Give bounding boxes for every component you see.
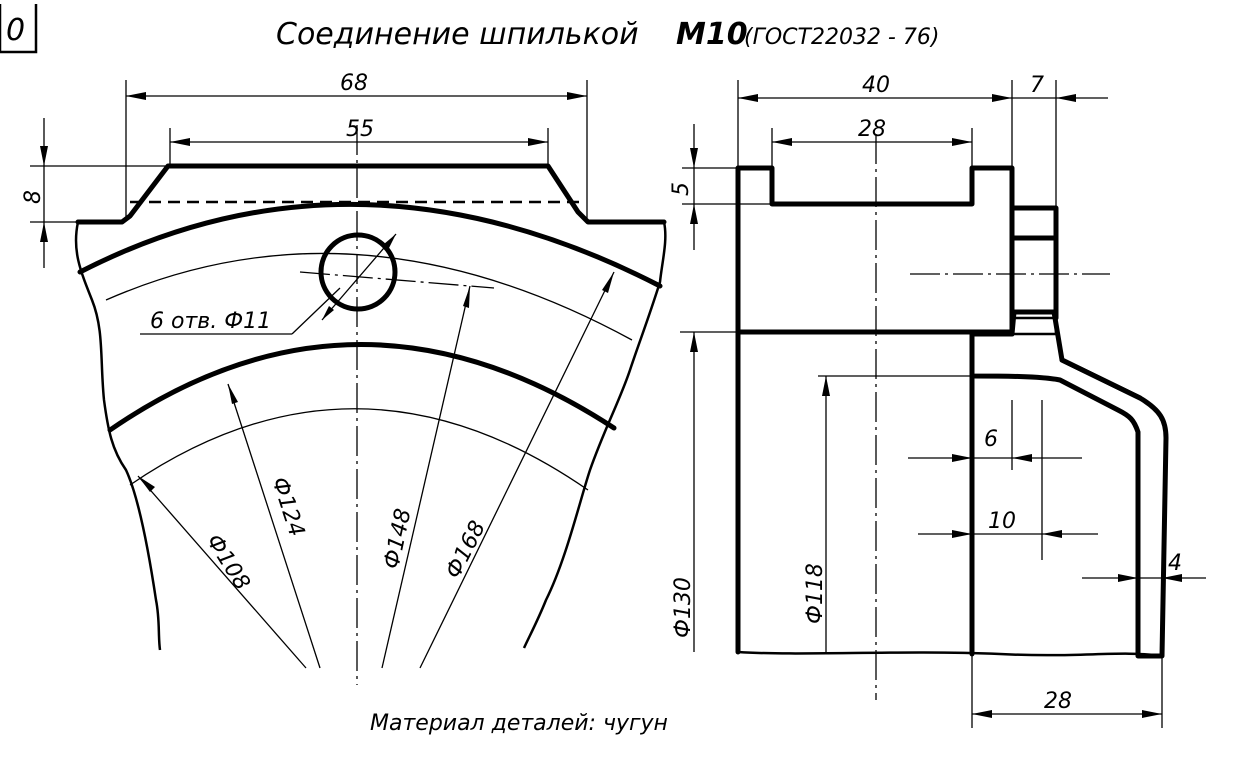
arrow — [126, 92, 146, 100]
holes-leader — [291, 287, 341, 335]
leader-d124 — [227, 383, 321, 669]
upper-part-section — [735, 165, 1015, 335]
arrow — [40, 146, 48, 166]
arrow — [1162, 574, 1182, 582]
material-note: Материал деталей: чугун — [370, 711, 668, 736]
arrow — [952, 454, 972, 462]
arrow — [952, 530, 972, 538]
lower-part-section — [969, 309, 1169, 659]
holes-note: 6 отв. Ф11 — [150, 309, 271, 334]
arrow — [738, 94, 758, 102]
dim-28-bottom-label: 28 — [1044, 689, 1072, 714]
arc-d168 — [77, 201, 663, 289]
arrow — [690, 204, 698, 224]
sheet-header: 0 Соединение шпилькой М10 (ГОСТ22032 - 7… — [0, 4, 939, 54]
dia-108-label: Ф108 — [201, 530, 254, 595]
arrow — [772, 138, 792, 146]
dim-28-top-label: 28 — [858, 117, 886, 142]
arrow — [1142, 710, 1162, 718]
arrow — [952, 138, 972, 146]
leader-d148 — [381, 285, 471, 669]
dia-168-label: Ф168 — [441, 517, 491, 583]
arrow — [1118, 574, 1138, 582]
arrow — [228, 384, 238, 404]
frame-corner — [0, 4, 38, 54]
dim-7-label: 7 — [1030, 73, 1044, 98]
dim-68-label: 68 — [340, 71, 368, 96]
arrow — [322, 306, 334, 320]
nut-section-upper — [1009, 205, 1059, 241]
break-line-bottom — [737, 650, 1163, 658]
arc-d108 — [129, 408, 589, 491]
arrow — [1042, 530, 1062, 538]
dia-148-label: Ф148 — [379, 506, 416, 571]
arrow — [1012, 454, 1032, 462]
arrow — [170, 138, 190, 146]
dim-40-label: 40 — [862, 73, 890, 98]
flange-top-contour — [75, 163, 667, 225]
arc-d148-center — [105, 252, 633, 341]
leader-d168 — [419, 271, 615, 669]
dim-5-label: 5 — [669, 182, 694, 196]
dim-55-label: 55 — [346, 117, 374, 142]
arrow — [384, 234, 396, 248]
frame-digit: 0 — [6, 13, 25, 48]
arrow — [822, 376, 830, 396]
dia-124-label: Ф124 — [266, 474, 309, 540]
standard-reference: (ГОСТ22032 - 76) — [744, 25, 939, 50]
bolt-hole — [318, 232, 398, 312]
leader-d108 — [137, 475, 307, 669]
break-line-left — [74, 221, 162, 651]
front-view: 6 отв. Ф11 68 55 8 Ф108 Ф124 Ф148 — [21, 71, 667, 685]
arrow — [602, 272, 614, 293]
arrow — [1056, 94, 1076, 102]
section-view: 40 7 28 5 Ф130 Ф118 6 — [669, 73, 1206, 728]
arrow — [972, 710, 992, 718]
dia-118-label: Ф118 — [803, 563, 828, 624]
hole-diameter-line — [321, 233, 397, 321]
nut-section-lower — [1010, 316, 1058, 336]
drawing-title: Соединение шпилькой — [276, 17, 639, 52]
thread-designation: М10 — [676, 17, 748, 52]
dim-6-label: 6 — [984, 427, 998, 452]
arrow — [463, 286, 470, 308]
dim-10-label: 10 — [988, 509, 1016, 534]
arrow — [40, 222, 48, 242]
arrow — [992, 94, 1012, 102]
arrow — [138, 476, 155, 492]
outline — [1059, 357, 1143, 401]
arrow — [690, 332, 698, 352]
arc-d124 — [107, 342, 617, 433]
dia-130-label: Ф130 — [671, 577, 696, 638]
arrow — [528, 138, 548, 146]
hole-axis — [299, 271, 495, 289]
arrow — [567, 92, 587, 100]
dim-8-label: 8 — [21, 190, 46, 204]
dim-4-label: 4 — [1168, 551, 1182, 576]
arrow — [690, 148, 698, 168]
break-line-right — [522, 221, 667, 649]
